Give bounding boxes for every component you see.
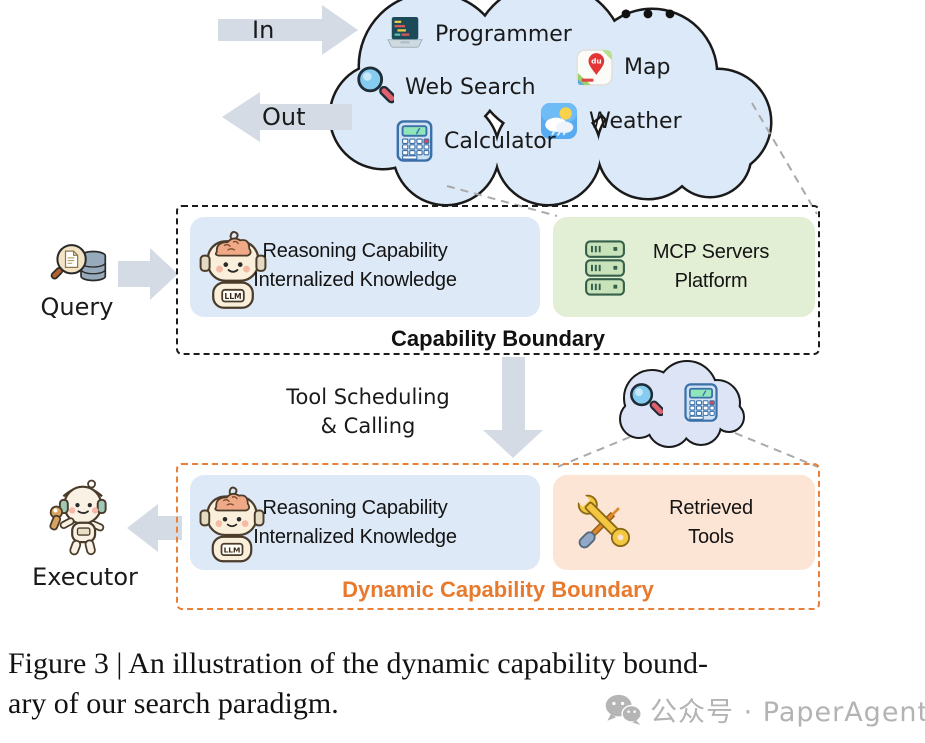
map-label: Map (624, 55, 671, 80)
mcp-line2: Platform (674, 270, 748, 292)
map-badge-text: du (591, 57, 602, 66)
cloud-tool-map: du Map (576, 49, 670, 86)
dynamic-capability-boundary-box (176, 463, 820, 610)
executor-arrow (127, 504, 182, 552)
more-tools-ellipsis: ••• (618, 0, 684, 29)
query-label: Query (40, 293, 114, 321)
retrieved-tools-box (553, 475, 815, 570)
llm-robot-icon: LLM (199, 486, 265, 563)
out-arrow (222, 92, 352, 142)
reasoning-text-bottom: Reasoning Capability Internalized Knowle… (245, 494, 465, 552)
laptop-code-icon (386, 16, 424, 52)
cloud-to-mcp-connectors (446, 102, 818, 217)
capability-boundary-title: Capability Boundary (391, 326, 605, 351)
small-cloud-magnifier-icon (627, 381, 663, 422)
dynamic-boundary-title: Dynamic Capability Boundary (342, 577, 654, 602)
wechat-icon (604, 693, 642, 726)
magnifier-icon (354, 64, 394, 110)
llm-robot-icon: LLM (199, 230, 267, 309)
retrieved-line2: Tools (688, 526, 734, 548)
reasoning-line1: Reasoning Capability (262, 497, 448, 519)
map-icon: du (576, 49, 613, 86)
calculator-icon (396, 120, 433, 162)
reasoning-line2: Internalized Knowledge (253, 269, 457, 291)
caption-line1: Figure 3 | An illustration of the dynami… (8, 647, 709, 680)
in-arrow (218, 5, 358, 55)
query-arrow (118, 248, 178, 300)
tool-scheduling-line2: & Calling (320, 414, 416, 438)
weather-label: Weather (589, 108, 682, 134)
small-cloud-calculator-icon (684, 383, 718, 422)
reasoning-line2: Internalized Knowledge (253, 526, 457, 548)
reasoning-line1: Reasoning Capability (262, 240, 448, 262)
llm-badge: LLM (224, 292, 241, 301)
llm-badge: LLM (224, 546, 241, 555)
retrieved-line1: Retrieved (669, 497, 753, 519)
figure-caption: Figure 3 | An illustration of the dynami… (8, 644, 908, 724)
caption-line2: ary of our search paradigm. (8, 687, 339, 720)
cloud-to-tools-connectors (556, 432, 819, 468)
cloud-tool-weather: Weather (540, 102, 682, 140)
out-arrow-label: Out (262, 103, 306, 131)
reasoning-text-top: Reasoning Capability Internalized Knowle… (245, 237, 465, 295)
retrieved-tools-text: Retrieved Tools (636, 494, 786, 552)
tool-scheduling-line1: Tool Scheduling (286, 385, 450, 409)
web-search-label: Web Search (405, 74, 536, 100)
server-stack-icon (578, 240, 632, 296)
tools-cloud-shape (328, 0, 773, 207)
capability-boundary-box (176, 205, 820, 355)
in-arrow-label: In (252, 16, 275, 44)
flow-arrows (118, 5, 543, 552)
query-icon (50, 235, 108, 297)
calculator-label: Calculator (444, 128, 556, 154)
programmer-label: Programmer (435, 21, 572, 47)
watermark-text: 公众号 · PaperAgent (650, 697, 925, 728)
wrench-screwdriver-icon (575, 492, 635, 552)
cloud-tool-web-search: Web Search (354, 64, 536, 110)
mcp-servers-text: MCP Servers Platform (636, 238, 786, 296)
mcp-line1: MCP Servers (652, 241, 770, 263)
cloud-tool-calculator: Calculator (396, 120, 556, 162)
tool-scheduling-label: Tool Scheduling & Calling (268, 383, 468, 441)
executor-robot-icon (49, 479, 107, 556)
executor-label: Executor (32, 563, 138, 591)
watermark: 公众号 · PaperAgent (604, 690, 925, 729)
cloud-tool-programmer: Programmer (386, 16, 572, 52)
scheduling-down-arrow (483, 357, 543, 458)
